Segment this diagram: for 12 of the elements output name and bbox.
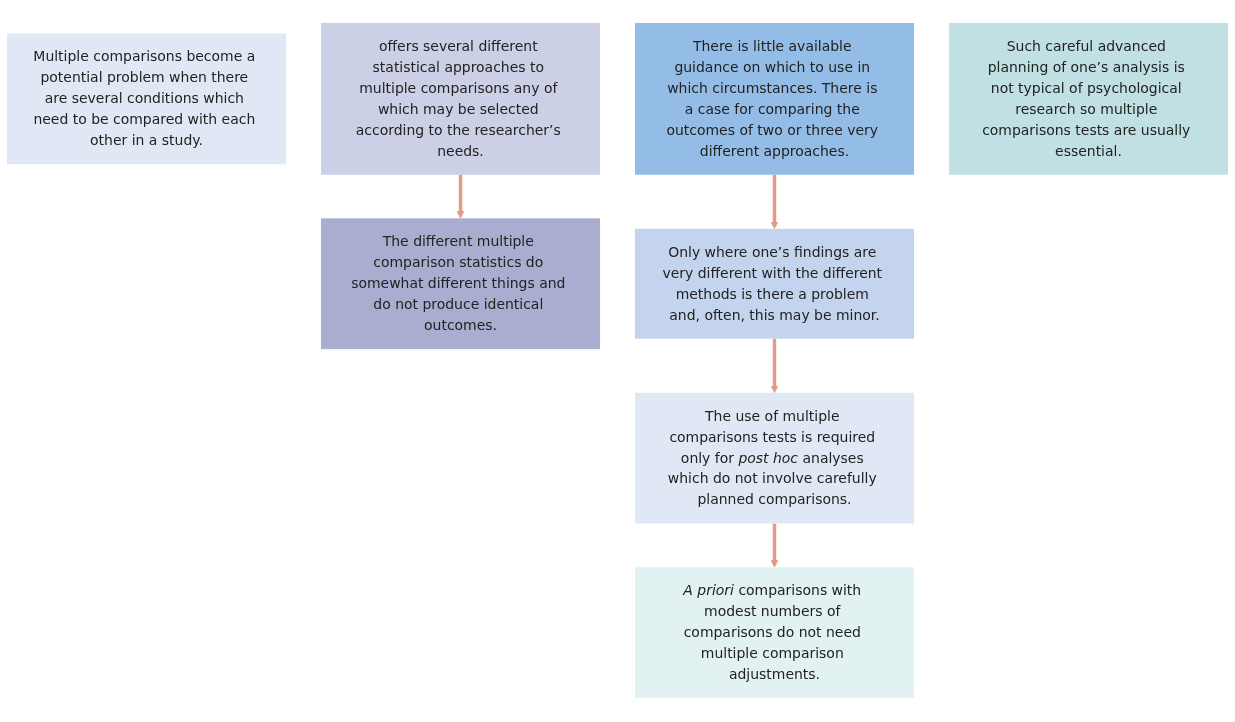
arrow <box>770 175 779 230</box>
node-box: A priori comparisons with modest numbers of comparisons do not need multiple comparison adjustments. <box>634 567 915 699</box>
node-box: Such careful advanced planning of one’s analysis is not typical of psychological research so multiple comparisons tests are usually essential. <box>948 23 1228 176</box>
arrow <box>456 175 465 220</box>
node-box: Only where one’s findings are very different with the different methods is there a problem and, often, this may be minor. <box>634 229 915 340</box>
node-box: offers several different statistical approaches to multiple comparisons any of which may be selected according to the researcher’s needs. <box>320 23 601 176</box>
node-box: The different multiple comparison statistics do somewhat different things and do not produce identical outcomes. <box>320 218 601 350</box>
node-box: Multiple comparisons become a potential problem when there are several conditions which need to be compared with each other in a study. <box>7 33 287 165</box>
node-box: The use of multiple comparisons tests is required only for post hoc analyses which do not involve carefully planned comparisons. <box>634 393 915 525</box>
node-box: There is little available guidance on which to use in which circumstances. There is a case for comparing the outcomes of two or three very different approaches. <box>634 23 915 176</box>
arrow <box>770 339 779 394</box>
arrow <box>770 524 779 569</box>
